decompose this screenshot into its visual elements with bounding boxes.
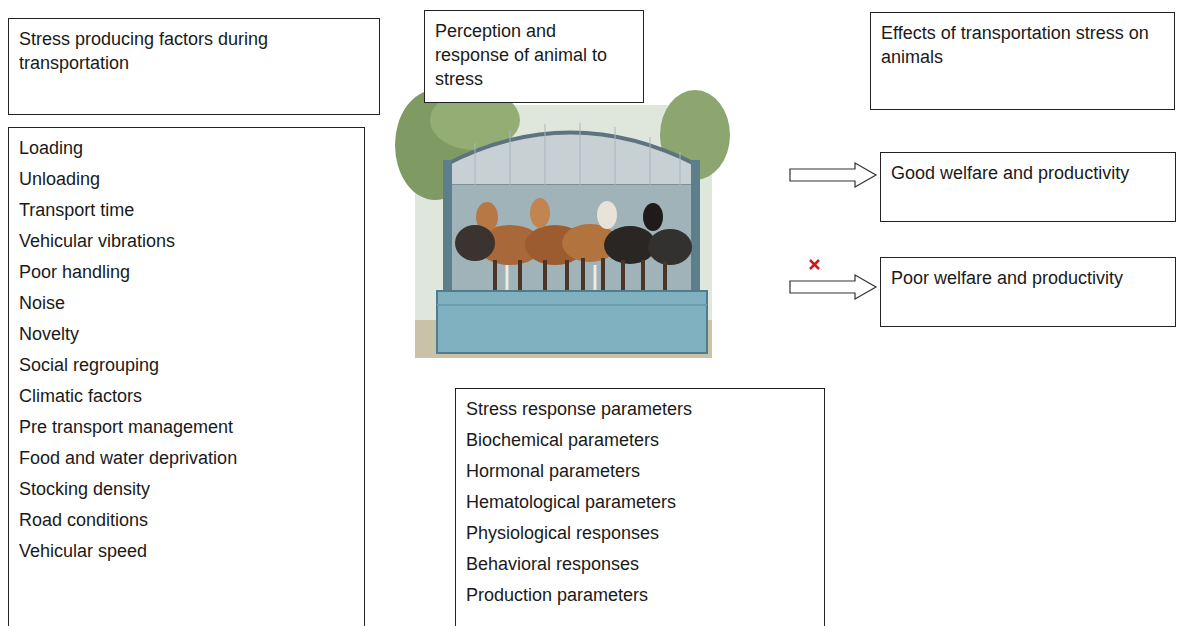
heading-box: Effects of transportation stress on anim…: [870, 12, 1175, 110]
outcome-arrow: [790, 275, 876, 299]
goat-trailer-photo: [395, 90, 730, 358]
list-item: Biochemical parameters: [466, 425, 814, 456]
list-item: Social regrouping: [19, 350, 354, 381]
factor-list-box: LoadingUnloadingTransport timeVehicular …: [8, 127, 365, 626]
parameter-list-box: Stress response parametersBiochemical pa…: [455, 388, 825, 626]
list-item: Transport time: [19, 195, 354, 226]
list-item: Vehicular speed: [19, 536, 354, 567]
list-item: Poor handling: [19, 257, 354, 288]
list-item: Pre transport management: [19, 412, 354, 443]
list-item: Physiological responses: [466, 518, 814, 549]
list-item: Novelty: [19, 319, 354, 350]
cross-mark: [810, 260, 819, 269]
box-text: Poor welfare and productivity: [891, 266, 1165, 290]
box-text: Perception and response of animal to str…: [435, 19, 633, 91]
list-item: Vehicular vibrations: [19, 226, 354, 257]
list-item: Road conditions: [19, 505, 354, 536]
outcome-box: Poor welfare and productivity: [880, 257, 1176, 327]
heading-box: Perception and response of animal to str…: [424, 10, 644, 103]
list-item: Noise: [19, 288, 354, 319]
list-item: Loading: [19, 133, 354, 164]
list-item: Production parameters: [466, 580, 814, 611]
list-item: Stress response parameters: [466, 394, 814, 425]
list-item: Climatic factors: [19, 381, 354, 412]
box-text: Stress producing factors during transpor…: [19, 27, 369, 75]
box-text: Effects of transportation stress on anim…: [881, 21, 1164, 69]
outcome-box: Good welfare and productivity: [880, 152, 1176, 222]
list-item: Hematological parameters: [466, 487, 814, 518]
box-text: Good welfare and productivity: [891, 161, 1165, 185]
outcome-arrow: [790, 163, 876, 187]
list-item: Stocking density: [19, 474, 354, 505]
list-item: Food and water deprivation: [19, 443, 354, 474]
list-item: Hormonal parameters: [466, 456, 814, 487]
list-item: Behavioral responses: [466, 549, 814, 580]
list-item: Unloading: [19, 164, 354, 195]
heading-box: Stress producing factors during transpor…: [8, 18, 380, 115]
